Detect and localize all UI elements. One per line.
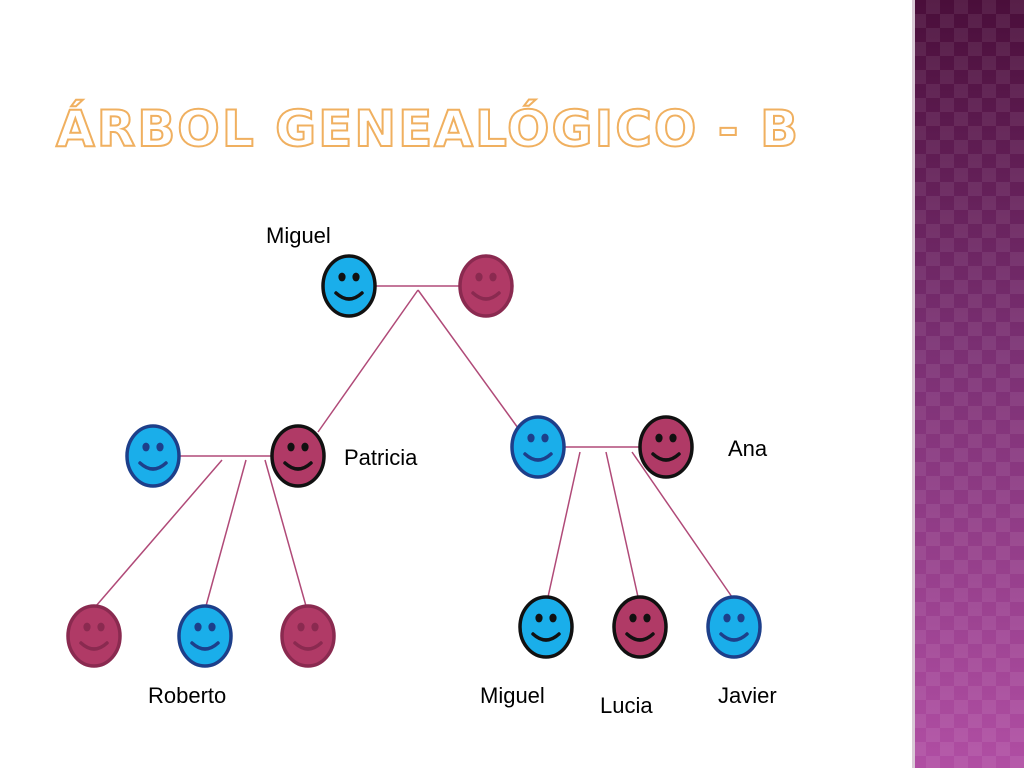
left-eye [527,433,535,443]
label-parent1: Patricia [344,445,418,470]
smile-mouth [190,641,220,651]
smile-mouth [471,291,501,301]
right-eye [737,613,745,623]
smile-mouth [719,632,749,642]
right-eye [669,433,677,443]
right-eye [311,622,319,632]
left-eye [723,613,731,623]
smile-mouth [79,641,109,651]
descent-line-child-2b [605,451,639,598]
descent-line-child-2a [547,451,581,598]
left-eye [297,622,305,632]
person-grandfather-male-smiley-icon [321,254,377,318]
smile-mouth [625,632,655,642]
right-eye [489,272,497,282]
right-eye [541,433,549,443]
side-band-edge [912,0,915,768]
face-circle [612,595,668,659]
left-eye [535,613,543,623]
right-eye [156,442,164,452]
label-child-2a: Miguel [480,683,545,708]
person-child-1a-female-smiley-icon [66,604,122,668]
smile-mouth [531,632,561,642]
label-child-2c: Javier [718,683,777,708]
descent-line-to-patricia [317,289,419,433]
left-eye [83,622,91,632]
side-band-pattern [912,0,1024,768]
person-child-2c-male-smiley-icon [706,595,762,659]
label-child-1b: Roberto [148,683,227,708]
decorative-side-band [912,0,1024,768]
smile-mouth [334,291,364,301]
descent-line-child-1c [264,459,307,607]
person-child-2a-male-smiley-icon [518,595,574,659]
right-eye [352,272,360,282]
left-eye [194,622,202,632]
label-parent2-spouse: Ana [728,436,768,461]
left-eye [629,613,637,623]
face-circle [321,254,377,318]
person-child-2b-female-smiley-icon [612,595,668,659]
right-eye [301,442,309,452]
right-eye [97,622,105,632]
descent-line-child-2c [631,451,733,598]
face-circle [638,415,694,479]
right-eye [549,613,557,623]
person-child-1c-female-smiley-icon [280,604,336,668]
slide-title: ÁRBOL GENEALÓGICO - B [55,99,801,159]
person-parent2-spouse-female-smiley-icon [638,415,694,479]
face-circle [280,604,336,668]
descent-line-child-1b [205,459,247,607]
family-tree-diagram [66,254,762,668]
left-eye [287,442,295,452]
smile-mouth [283,461,313,471]
tree-connectors [95,285,733,607]
face-circle [518,595,574,659]
smile-mouth [523,452,553,462]
smile-mouth [138,461,168,471]
face-circle [458,254,514,318]
descent-line-to-son [417,289,519,429]
left-eye [655,433,663,443]
face-circle [510,415,566,479]
right-eye [208,622,216,632]
smile-mouth [651,452,681,462]
left-eye [142,442,150,452]
descent-line-child-1a [95,459,223,607]
face-circle [270,424,326,488]
person-child-1b-male-smiley-icon [177,604,233,668]
tree-members [66,254,762,668]
face-circle [177,604,233,668]
person-grandmother-female-smiley-icon [458,254,514,318]
smile-mouth [293,641,323,651]
face-circle [125,424,181,488]
person-parent1-spouse-male-smiley-icon [125,424,181,488]
face-circle [706,595,762,659]
person-parent1-female-smiley-icon [270,424,326,488]
left-eye [475,272,483,282]
label-grandfather: Miguel [266,223,331,248]
left-eye [338,272,346,282]
right-eye [643,613,651,623]
face-circle [66,604,122,668]
label-child-2b: Lucia [600,693,653,718]
person-parent2-male-smiley-icon [510,415,566,479]
